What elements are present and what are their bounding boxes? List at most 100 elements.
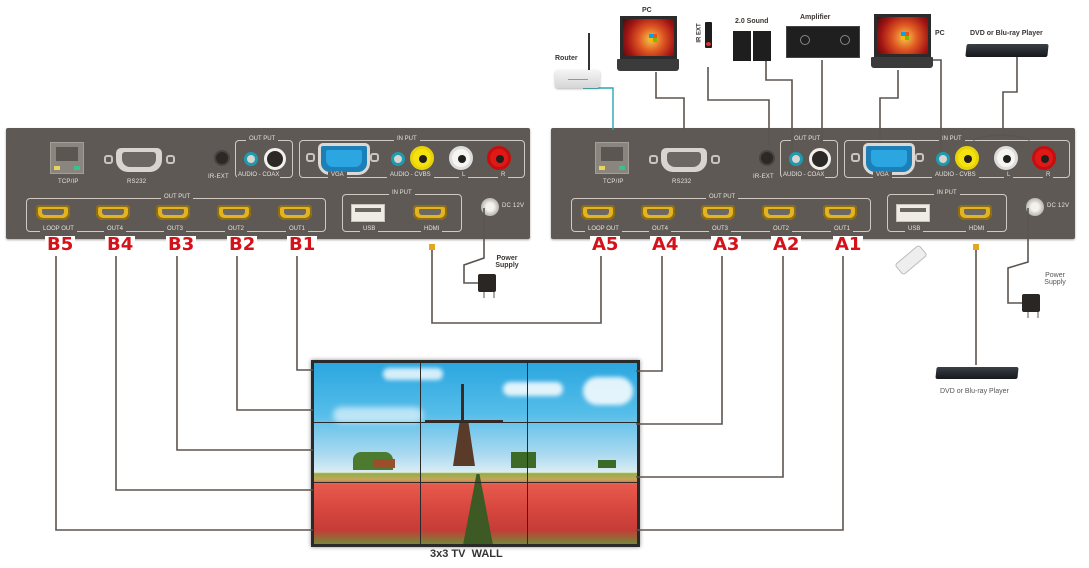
rs232-port <box>116 148 162 172</box>
port-label: LOOP OUT <box>585 226 622 232</box>
speaker-left-icon <box>733 31 751 61</box>
vga-port <box>318 143 370 175</box>
amplifier-icon <box>786 26 860 58</box>
out-put-label: OUT PUT <box>706 194 739 200</box>
switcher-panel-b: TCP/IP RS232 IR-EXT OUT PUT AUDIO - COAX… <box>6 128 530 239</box>
audio-out-jack <box>244 152 258 166</box>
audio-r-port <box>1032 146 1056 170</box>
hdmi-plug-icon <box>973 244 979 250</box>
vga-port <box>863 143 915 175</box>
l-label: L <box>1004 172 1014 178</box>
screw-icon <box>104 155 113 164</box>
hdmi-out4-port <box>641 205 675 220</box>
port-label: LOOP OUT <box>40 226 77 232</box>
in-put-label: IN PUT <box>934 190 960 196</box>
sound-label: 2.0 Sound <box>735 18 769 25</box>
ir-ext-led <box>706 42 711 46</box>
hdmi-in-port <box>958 205 992 220</box>
r-label: R <box>498 172 509 178</box>
cable-router <box>583 87 614 130</box>
cvbs-port <box>410 146 434 170</box>
cvbs-port <box>955 146 979 170</box>
pc-right-label: PC <box>935 30 945 37</box>
dc-power-jack <box>481 198 499 216</box>
router-antenna <box>588 33 590 73</box>
r-label: R <box>1043 172 1054 178</box>
cable-a4 <box>636 256 663 372</box>
usb-port <box>896 204 930 222</box>
dvd-bottom-label: DVD or Blu-ray Player <box>940 388 1009 395</box>
tv-wall <box>311 360 640 547</box>
audio-out-jack <box>789 152 803 166</box>
tv-screen <box>527 482 638 545</box>
in-put-label: IN PUT <box>389 190 415 196</box>
hdmi-out3-port <box>156 205 190 220</box>
rs232-label: RS232 <box>127 179 147 185</box>
windows-logo-icon <box>649 34 657 42</box>
port-label: OUT2 <box>770 226 793 232</box>
tag-b1: B1 <box>287 234 318 255</box>
tag-b5: B5 <box>45 234 76 255</box>
l-label: L <box>459 172 469 178</box>
dvd-player-bottom-icon <box>935 367 1019 379</box>
in-put-label: IN PUT <box>394 136 420 142</box>
audio-cvbs-label: AUDIO - CVBS <box>932 172 979 178</box>
audio-coax-label: AUDIO - COAX <box>237 172 281 178</box>
tcpip-port <box>595 142 629 174</box>
dc-power-jack <box>1026 198 1044 216</box>
cable-a1 <box>636 256 844 531</box>
port-label: OUT4 <box>104 226 127 232</box>
cable-a3 <box>636 256 723 425</box>
rs232-label: RS232 <box>672 179 692 185</box>
cloud <box>583 377 633 405</box>
tag-a5: A5 <box>590 234 621 255</box>
tag-a1: A1 <box>833 234 864 255</box>
hdmi-label: HDMI <box>966 226 988 232</box>
port-label: OUT1 <box>286 226 309 232</box>
screw-icon <box>915 153 924 162</box>
trees <box>511 452 536 468</box>
windmill-sail-horizontal <box>425 420 503 423</box>
usb-label: USB <box>905 226 924 232</box>
amplifier-knob <box>840 35 850 45</box>
coax-port <box>809 148 831 170</box>
tv-screen <box>313 482 421 545</box>
tag-b4: B4 <box>105 234 136 255</box>
audio-in-jack <box>936 152 950 166</box>
amplifier-label: Amplifier <box>800 14 831 21</box>
audio-l-port <box>449 146 473 170</box>
pc-right-screen <box>874 14 931 57</box>
screw-icon <box>649 155 658 164</box>
out-put-label: OUT PUT <box>791 136 824 142</box>
power-supply-label-left: Power Supply <box>495 255 519 269</box>
cable-dvd-top <box>1002 55 1018 130</box>
windows-logo-icon <box>901 32 909 40</box>
hdmi-loop-out-port <box>581 205 615 220</box>
screw-icon <box>370 153 379 162</box>
dc-label: DC 12V <box>1047 203 1070 209</box>
audio-coax-label: AUDIO - COAX <box>782 172 826 178</box>
tv-wall-caption: 3x3 TV WALL <box>430 548 503 560</box>
cable-b3 <box>176 256 313 451</box>
screw-icon <box>306 153 315 162</box>
audio-r-port <box>487 146 511 170</box>
tv-screen <box>527 362 638 423</box>
screw-icon <box>851 153 860 162</box>
cloud <box>333 407 423 423</box>
cable-b1 <box>296 256 313 371</box>
speaker-right-icon <box>753 31 771 61</box>
hdmi-out3-port <box>701 205 735 220</box>
pc-left-keyboard <box>617 59 679 71</box>
amplifier-knob <box>800 35 810 45</box>
hdmi-out2-port <box>762 205 796 220</box>
windmill-sail-vertical <box>461 384 464 454</box>
coax-port <box>264 148 286 170</box>
power-supply-label-right: Power Supply <box>1044 272 1066 286</box>
screw-icon <box>711 155 720 164</box>
port-label: OUT3 <box>709 226 732 232</box>
tag-b3: B3 <box>166 234 197 255</box>
port-label: OUT3 <box>164 226 187 232</box>
hdmi-loop-out-port <box>36 205 70 220</box>
cable-a2 <box>636 256 784 478</box>
port-label: OUT1 <box>831 226 854 232</box>
